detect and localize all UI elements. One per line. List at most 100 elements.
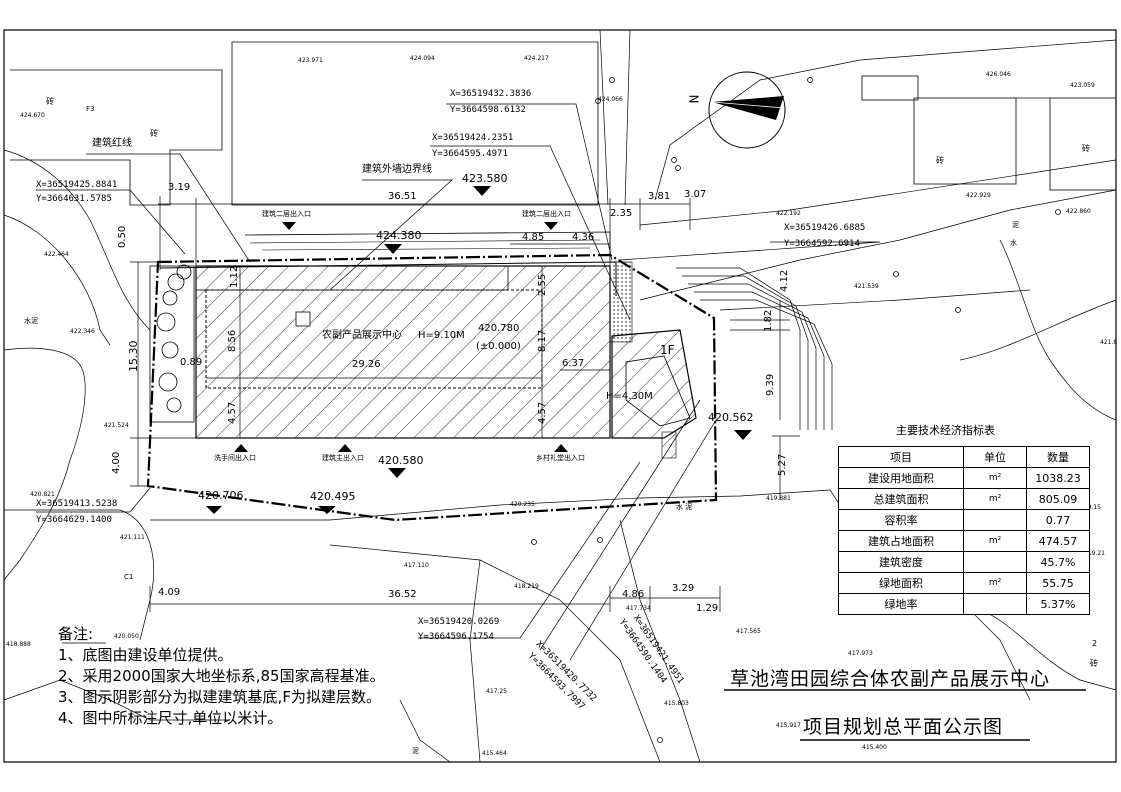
spot-h31: 415.917: [776, 722, 801, 729]
table-cell: [963, 593, 1027, 615]
elev-e1: 423.580: [462, 172, 508, 185]
wing-floors: 1F: [660, 343, 675, 357]
spot-h6: 426.046: [986, 71, 1011, 78]
c1: C1: [124, 573, 134, 581]
dim-36-51: 36.51: [388, 191, 417, 202]
coord-p5-y: Y=3664629.1400: [36, 515, 112, 525]
building-inner-block: [195, 265, 509, 291]
note-3: 3、图示阴影部分为拟建建筑基底,F为拟建层数。: [58, 688, 381, 706]
spot-h4: 424.066: [598, 96, 623, 103]
entry-main: 建筑主出入口: [322, 454, 364, 462]
spot-h28: 418.888: [6, 641, 31, 648]
drawing-title-line2: 项目规划总平面公示图: [803, 716, 1004, 738]
spot-h27: 420.050: [114, 633, 139, 640]
spot-h29: 417.25: [486, 688, 507, 695]
coord-p1-y: Y=3664631.5785: [36, 194, 112, 204]
notes-heading: 备注:: [58, 625, 94, 643]
spot-h23: 418.219: [514, 583, 539, 590]
building-height: H=9.10M: [418, 330, 465, 341]
north-arrow: [708, 71, 786, 149]
mud-d: 水 泥: [676, 503, 693, 511]
table-cell: 55.75: [1026, 572, 1090, 594]
coord-p3-x: X=36519424.2351: [432, 133, 514, 143]
dim-0-50: 0.50: [117, 225, 128, 248]
table-header-cell: 单位: [963, 446, 1027, 468]
dim-4-12: 4.12: [779, 269, 790, 292]
elev-e2: 424.380: [376, 229, 422, 242]
dim-1-12: 1.12: [229, 265, 240, 288]
elev-e6: 420.495: [310, 490, 356, 503]
coord-p2-x: X=36519432.3836: [450, 89, 532, 99]
table-title: 主要技术经济指标表: [896, 424, 995, 437]
spot-h18: 419.881: [766, 495, 791, 502]
entry-banquet: 乡村礼堂出入口: [536, 454, 585, 462]
floor-elev: 420.780: [478, 323, 520, 334]
brick-d: 砖: [1082, 144, 1090, 153]
coord-p6-x: X=36519420.0269: [418, 617, 500, 627]
table-cell: [963, 551, 1027, 573]
elev-e3: 420.562: [708, 411, 754, 424]
table-cell: 建设用地面积: [838, 467, 964, 489]
note-4: 4、图中所标注尺寸,单位以米计。: [58, 709, 283, 727]
building-name: 农副产品展示中心: [322, 330, 402, 341]
spot-h7: 423.059: [1070, 82, 1095, 89]
wall-line-upper3: [261, 247, 591, 251]
spot-h12: 422.346: [70, 328, 95, 335]
brick-e: 砖: [1090, 659, 1098, 668]
notes-block: 备注: 1、底图由建设单位提供。 2、采用2000国家大地坐标系,85国家高程基…: [58, 624, 385, 729]
dim-15-30: 15.30: [127, 340, 140, 373]
mud-e: 泥: [412, 747, 419, 755]
dim-0-89: 0.89: [180, 357, 203, 368]
table-cell: 容积率: [838, 509, 964, 531]
spot-h3: 424.217: [524, 55, 549, 62]
dim-4-36: 4.36: [572, 232, 595, 243]
spot-h26: 417.973: [848, 650, 873, 657]
main-building-footprint: [195, 265, 611, 439]
dim-4-57b: 4.57: [537, 401, 548, 424]
dim-4-57a: 4.57: [227, 401, 238, 424]
spot-h9: 422.860: [1066, 208, 1091, 215]
table-cell: m²: [963, 488, 1027, 510]
wing-height: H=4.30M: [606, 391, 653, 402]
dim-6-37: 6.37: [562, 358, 585, 369]
dim-3-29: 3.29: [672, 583, 695, 594]
spot-h19: 419.15: [1080, 504, 1101, 511]
dim-8-17: 8.17: [537, 329, 548, 352]
note-1: 1、底图由建设单位提供。: [58, 646, 233, 664]
dim-2-35: 2.35: [610, 208, 633, 219]
coord-p5-x: X=36519413.5238: [36, 499, 118, 509]
f3: F3: [86, 105, 95, 113]
coord-p4-y: Y=3664592.6914: [784, 239, 860, 249]
entry-2f-left: 建筑二层出入口: [262, 210, 311, 218]
floor-zero: (±0.000): [476, 341, 521, 352]
table-cell: 建筑密度: [838, 551, 964, 573]
table-cell: 总建筑面积: [838, 488, 964, 510]
dim-29-26: 29.26: [352, 359, 381, 370]
coord-p3-y: Y=3664595.4971: [432, 149, 508, 159]
spot-h14: 421.8: [1100, 339, 1118, 346]
elev-e4: 420.580: [378, 454, 424, 467]
table-cell: 474.57: [1026, 530, 1090, 552]
table-cell: m²: [963, 572, 1027, 594]
coord-p2-y: Y=3664598.6132: [450, 105, 526, 115]
dim-36-52: 36.52: [388, 589, 417, 600]
landscape-steps: [676, 267, 833, 430]
note-2: 2、采用2000国家大地坐标系,85国家高程基准。: [58, 667, 385, 685]
num-2: 2: [1092, 639, 1098, 648]
table-cell: 5.37%: [1026, 593, 1090, 615]
brick-b: 砖: [150, 129, 158, 138]
dim-4-00: 4.00: [111, 451, 122, 474]
skylight: [295, 311, 311, 327]
dotted-stair: [609, 261, 633, 343]
dim-1-82: 1.82: [763, 309, 774, 332]
spot-h8: 422.929: [966, 192, 991, 199]
elevation-markers: [206, 186, 752, 514]
